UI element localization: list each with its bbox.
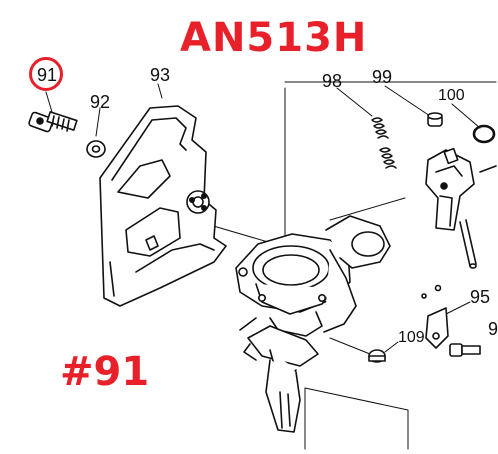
- bracket-95: [425, 307, 449, 349]
- cap-99: [427, 112, 443, 127]
- small-bolt: [449, 343, 481, 357]
- nut-109: [368, 349, 386, 363]
- callout-99: 99: [372, 67, 393, 87]
- cylinder-body: [235, 215, 391, 433]
- bolt-91: [28, 111, 78, 133]
- springs-98: [371, 117, 397, 169]
- oring-100: [472, 124, 496, 144]
- callout-9-partial: 9: [488, 319, 498, 339]
- model-title: AN513H: [180, 15, 368, 61]
- callout-100: 100: [438, 87, 465, 104]
- callout-92: 92: [90, 92, 111, 112]
- frame-lines: [284, 81, 497, 450]
- callout-98: 98: [322, 71, 343, 91]
- misc-screws: [421, 284, 442, 299]
- callout-109: 109: [398, 329, 425, 346]
- callout-93: 93: [150, 65, 171, 85]
- highlighted-part-label: #91: [60, 349, 150, 395]
- callout-91: 91: [37, 65, 58, 85]
- highlight-circle: [29, 57, 63, 91]
- cover-93: [99, 105, 227, 307]
- callout-95: 95: [470, 287, 491, 307]
- leader-lines: [45, 83, 481, 359]
- valve-assembly: [425, 147, 497, 269]
- washer-92: [86, 140, 106, 158]
